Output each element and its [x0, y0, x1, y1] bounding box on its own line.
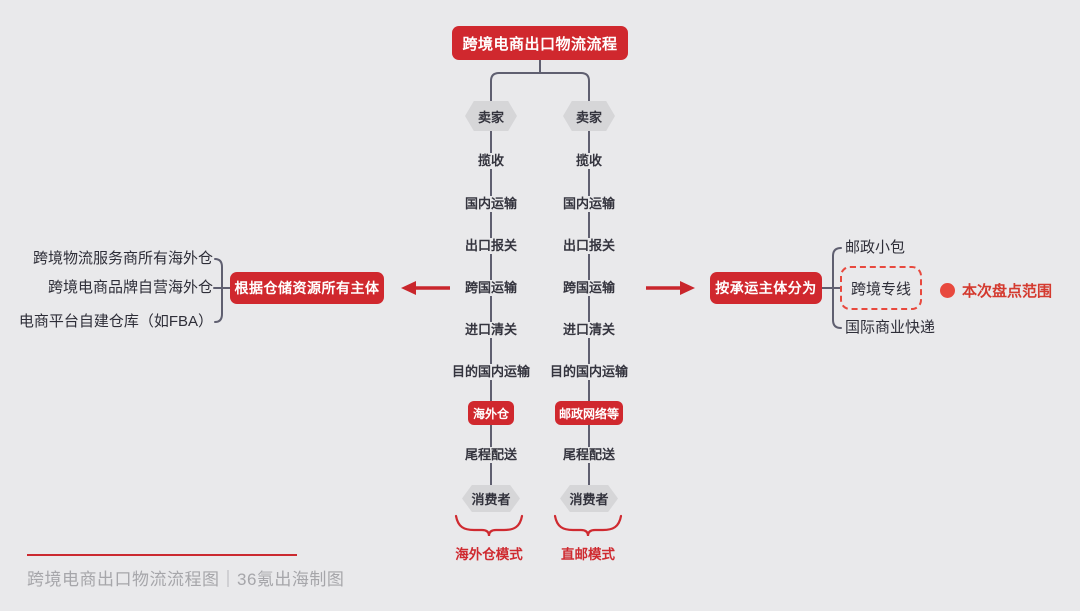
right-arrow [646, 281, 695, 295]
seller-hexagon-left: 卖家 [465, 101, 517, 131]
carrier-item-dedicated-line-highlight: 跨境专线 [840, 266, 922, 310]
scope-label: 本次盘点范围 [962, 283, 1053, 300]
flow-step: 跨国运输 [460, 280, 522, 296]
warehouse-type-item: 跨境电商品牌自营海外仓 [47, 279, 213, 296]
right-bracket [821, 247, 842, 329]
carrier-type-box: 按承运主体分为 [710, 272, 822, 304]
flow-step: 尾程配送 [460, 447, 522, 463]
diagram-title: 跨境电商出口物流流程 [452, 26, 628, 60]
flow-step: 进口清关 [460, 322, 522, 338]
flow-step: 跨国运输 [558, 280, 620, 296]
footer-divider [27, 554, 297, 556]
consumer-hexagon-left: 消费者 [462, 485, 520, 512]
postal-hub-box: 邮政网络等 [555, 401, 623, 425]
flow-step: 尾程配送 [558, 447, 620, 463]
flow-step: 进口清关 [558, 322, 620, 338]
flow-step: 出口报关 [460, 238, 522, 254]
mode-label-overseas-warehouse: 海外仓模式 [455, 547, 523, 562]
left-mode-brace [454, 514, 524, 537]
warehouse-type-item: 电商平台自建仓库（如FBA） [18, 313, 213, 330]
flow-step: 国内运输 [460, 196, 522, 212]
left-arrow [401, 281, 450, 295]
flow-step: 揽收 [571, 153, 607, 169]
consumer-hexagon-right: 消费者 [560, 485, 618, 512]
flow-step: 揽收 [473, 153, 509, 169]
right-mode-brace [553, 514, 623, 537]
carrier-item-postal-parcel: 邮政小包 [845, 239, 906, 256]
warehouse-hub-box: 海外仓 [468, 401, 514, 425]
flow-step: 目的国内运输 [447, 364, 535, 380]
seller-hexagon-right: 卖家 [563, 101, 615, 131]
mode-label-direct-mail: 直邮模式 [561, 547, 615, 562]
warehouse-type-item: 跨境物流服务商所有海外仓 [32, 250, 213, 267]
flow-step: 目的国内运输 [545, 364, 633, 380]
branch-line [490, 72, 590, 105]
flow-step: 出口报关 [558, 238, 620, 254]
mode-braces [454, 514, 623, 537]
warehouse-owner-box: 根据仓储资源所有主体 [230, 272, 384, 304]
left-bracket [213, 258, 232, 323]
footer-credit: 跨境电商出口物流流程图｜36氪出海制图 [27, 570, 345, 589]
scope-dot-icon [940, 283, 955, 298]
carrier-item-intl-express: 国际商业快递 [845, 319, 936, 336]
flow-tree-lines [490, 59, 590, 507]
flow-step: 国内运输 [558, 196, 620, 212]
